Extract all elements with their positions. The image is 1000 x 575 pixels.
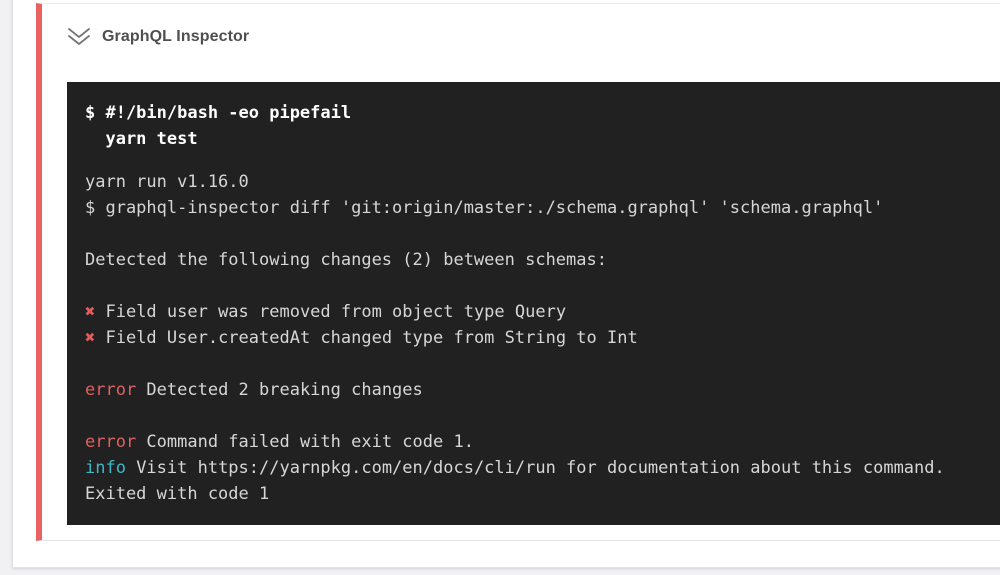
error-tag: error: [85, 380, 137, 400]
terminal-line: [85, 273, 1000, 299]
terminal-text-segment: yarn run v1.16.0: [85, 172, 249, 192]
output-block: yarn run v1.16.0 $ graphql-inspector diff…: [85, 169, 1000, 507]
terminal-text-segment: $ graphql-inspector diff 'git:origin/mas…: [85, 198, 884, 218]
breaking-change-cross-icon: ✖: [85, 328, 96, 348]
terminal-line: error Detected 2 breaking changes: [85, 377, 1000, 403]
command-block: $ #!/bin/bash -eo pipefail yarn test: [85, 100, 1000, 152]
breaking-change-cross-icon: ✖: [85, 302, 96, 322]
failed-step-section: GraphQL Inspector $ #!/bin/bash -eo pipe…: [36, 3, 1000, 541]
terminal-text-segment: Command failed with exit code 1.: [136, 432, 474, 452]
terminal-line: $ graphql-inspector diff 'git:origin/mas…: [85, 195, 1000, 221]
terminal-line: [85, 221, 1000, 247]
terminal-command-line: $ #!/bin/bash -eo pipefail: [85, 103, 352, 123]
terminal-text-segment: Field User.createdAt changed type from S…: [95, 328, 638, 348]
terminal-line: error Command failed with exit code 1.: [85, 429, 1000, 455]
double-chevron-down-icon: [68, 28, 90, 45]
terminal-line: ✖ Field user was removed from object typ…: [85, 299, 1000, 325]
terminal-output: $ #!/bin/bash -eo pipefail yarn test yar…: [67, 82, 1000, 525]
step-title: GraphQL Inspector: [102, 28, 250, 45]
error-tag: error: [85, 432, 137, 452]
terminal-line: [85, 403, 1000, 429]
terminal-line: info Visit https://yarnpkg.com/en/docs/c…: [85, 455, 1000, 481]
terminal-line: ✖ Field User.createdAt changed type from…: [85, 325, 1000, 351]
terminal-command-line: yarn test: [85, 129, 198, 149]
terminal-text-segment: Detected 2 breaking changes: [136, 380, 423, 400]
info-tag: info: [85, 458, 126, 478]
terminal-line: Detected the following changes (2) betwe…: [85, 247, 1000, 273]
terminal-line: Exited with code 1: [85, 481, 1000, 507]
terminal-text-segment: Visit https://yarnpkg.com/en/docs/cli/ru…: [125, 458, 945, 478]
terminal-text-segment: Field user was removed from object type …: [95, 302, 567, 322]
terminal-text-segment: Exited with code 1: [85, 484, 270, 504]
build-step-card: GraphQL Inspector $ #!/bin/bash -eo pipe…: [12, 0, 1000, 568]
step-header-toggle[interactable]: GraphQL Inspector: [42, 4, 1000, 48]
terminal-line: [85, 351, 1000, 377]
terminal-line: yarn run v1.16.0: [85, 169, 1000, 195]
terminal-text-segment: Detected the following changes (2) betwe…: [85, 250, 607, 270]
